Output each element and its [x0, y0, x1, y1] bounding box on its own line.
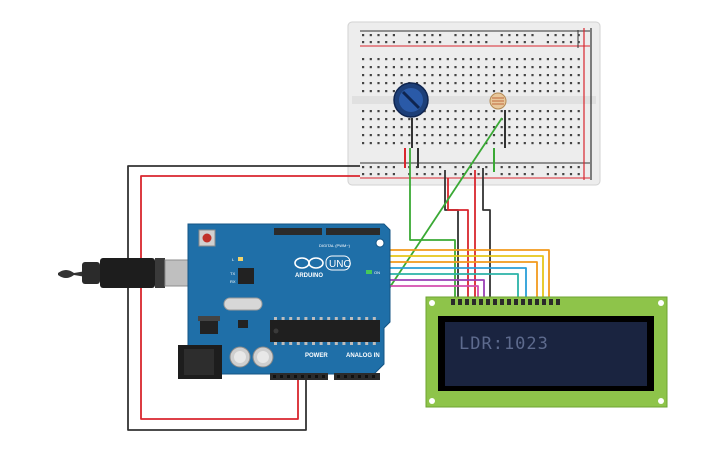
lcd-pin-header [451, 299, 560, 305]
atmega-chip [270, 320, 380, 342]
breadboard-center-gap [352, 96, 596, 104]
led-tx-label: TX [230, 271, 235, 276]
lcd-module[interactable]: LDR:1023 [425, 296, 668, 408]
analog-header-label: ANALOG IN [346, 353, 380, 359]
wire-black-ldr [482, 168, 491, 300]
arduino-uno-board[interactable]: DIGITAL (PWM~) ARDUINO UNO L TX RX ON [178, 223, 391, 380]
reset-button-cap[interactable] [202, 233, 212, 243]
analog-header [334, 373, 380, 380]
power-header [270, 373, 328, 380]
led-on [366, 270, 372, 274]
voltage-regulator [200, 320, 218, 334]
power-header-label: POWER [305, 353, 328, 359]
photoresistor[interactable] [489, 92, 507, 110]
digital-header-left [274, 228, 322, 235]
led-l [238, 257, 243, 261]
wire-red-lcd-vcc [447, 178, 469, 300]
lcd-screen [445, 322, 647, 386]
potentiometer[interactable] [393, 82, 429, 118]
wire-green-contrast [409, 148, 456, 300]
arduino-model-text: UNO [329, 259, 351, 270]
lcd-display-text: LDR:1023 [459, 334, 549, 354]
led-on-label: ON [374, 270, 380, 275]
usb-plug-body [100, 258, 155, 288]
led-rx-label: RX [230, 279, 236, 284]
arduino-logo: ARDUINO UNO [294, 255, 351, 279]
breadboard-holes [362, 34, 580, 176]
usb-chip [238, 268, 254, 284]
led-l-label: L [232, 257, 235, 262]
crystal [223, 297, 263, 311]
usb-cable[interactable] [58, 258, 196, 288]
wire-red-5v-loop [140, 175, 360, 420]
digital-header-right [326, 228, 380, 235]
wire-black-gnd-loop [127, 165, 360, 431]
digital-header-label: DIGITAL (PWM~) [319, 243, 351, 248]
arduino-brand-text: ARDUINO [295, 273, 323, 279]
usb-plug-strain [82, 262, 100, 284]
